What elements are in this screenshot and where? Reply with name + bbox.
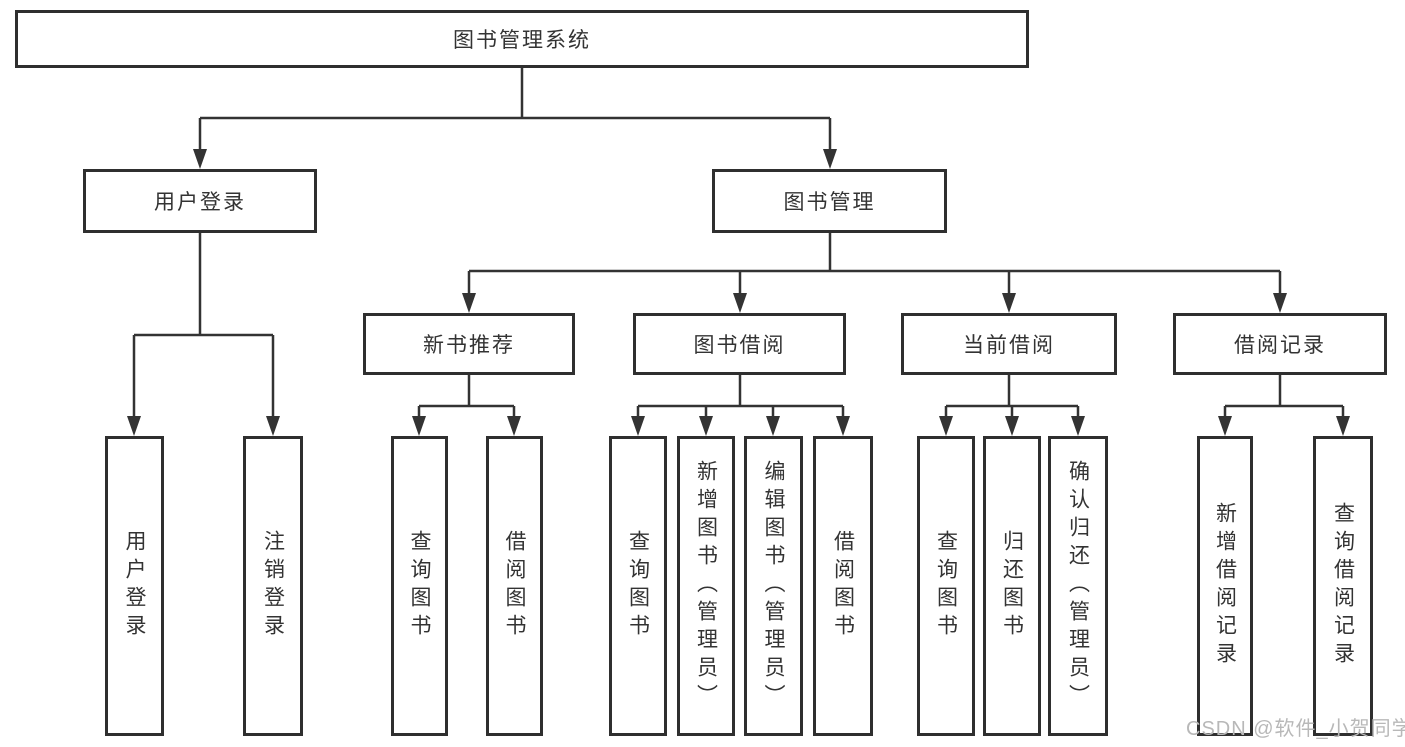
node-root: 图书管理系统 [15,10,1029,68]
leaf-bb-add-books-admin: 新增图书（管理员） [677,436,735,736]
tree-edges [132,68,1345,419]
leaf-cb-confirm-return-admin: 确认归还（管理员） [1048,436,1108,736]
node-borrowing-records: 借阅记录 [1173,313,1387,375]
leaf-cb-return-books: 归还图书 [983,436,1041,736]
leaf-br-query-record: 查询借阅记录 [1313,436,1373,736]
node-book-management: 图书管理 [712,169,947,233]
node-book-borrowing: 图书借阅 [633,313,846,375]
node-current-borrowing: 当前借阅 [901,313,1117,375]
leaf-logout: 注销登录 [243,436,303,736]
node-new-book-recommendation: 新书推荐 [363,313,575,375]
leaf-user-login: 用户登录 [105,436,164,736]
leaf-cb-query-books: 查询图书 [917,436,975,736]
leaf-bb-query-books: 查询图书 [609,436,667,736]
leaf-br-add-record: 新增借阅记录 [1197,436,1253,736]
leaf-bb-borrow-books: 借阅图书 [813,436,873,736]
arrowheads [127,149,1350,436]
leaf-bb-edit-books-admin: 编辑图书（管理员） [744,436,803,736]
leaf-nb-query-books: 查询图书 [391,436,448,736]
csdn-watermark: CSDN @软件_小贺同学 [1186,718,1405,740]
leaf-nb-borrow-books: 借阅图书 [486,436,543,736]
node-user-login: 用户登录 [83,169,317,233]
